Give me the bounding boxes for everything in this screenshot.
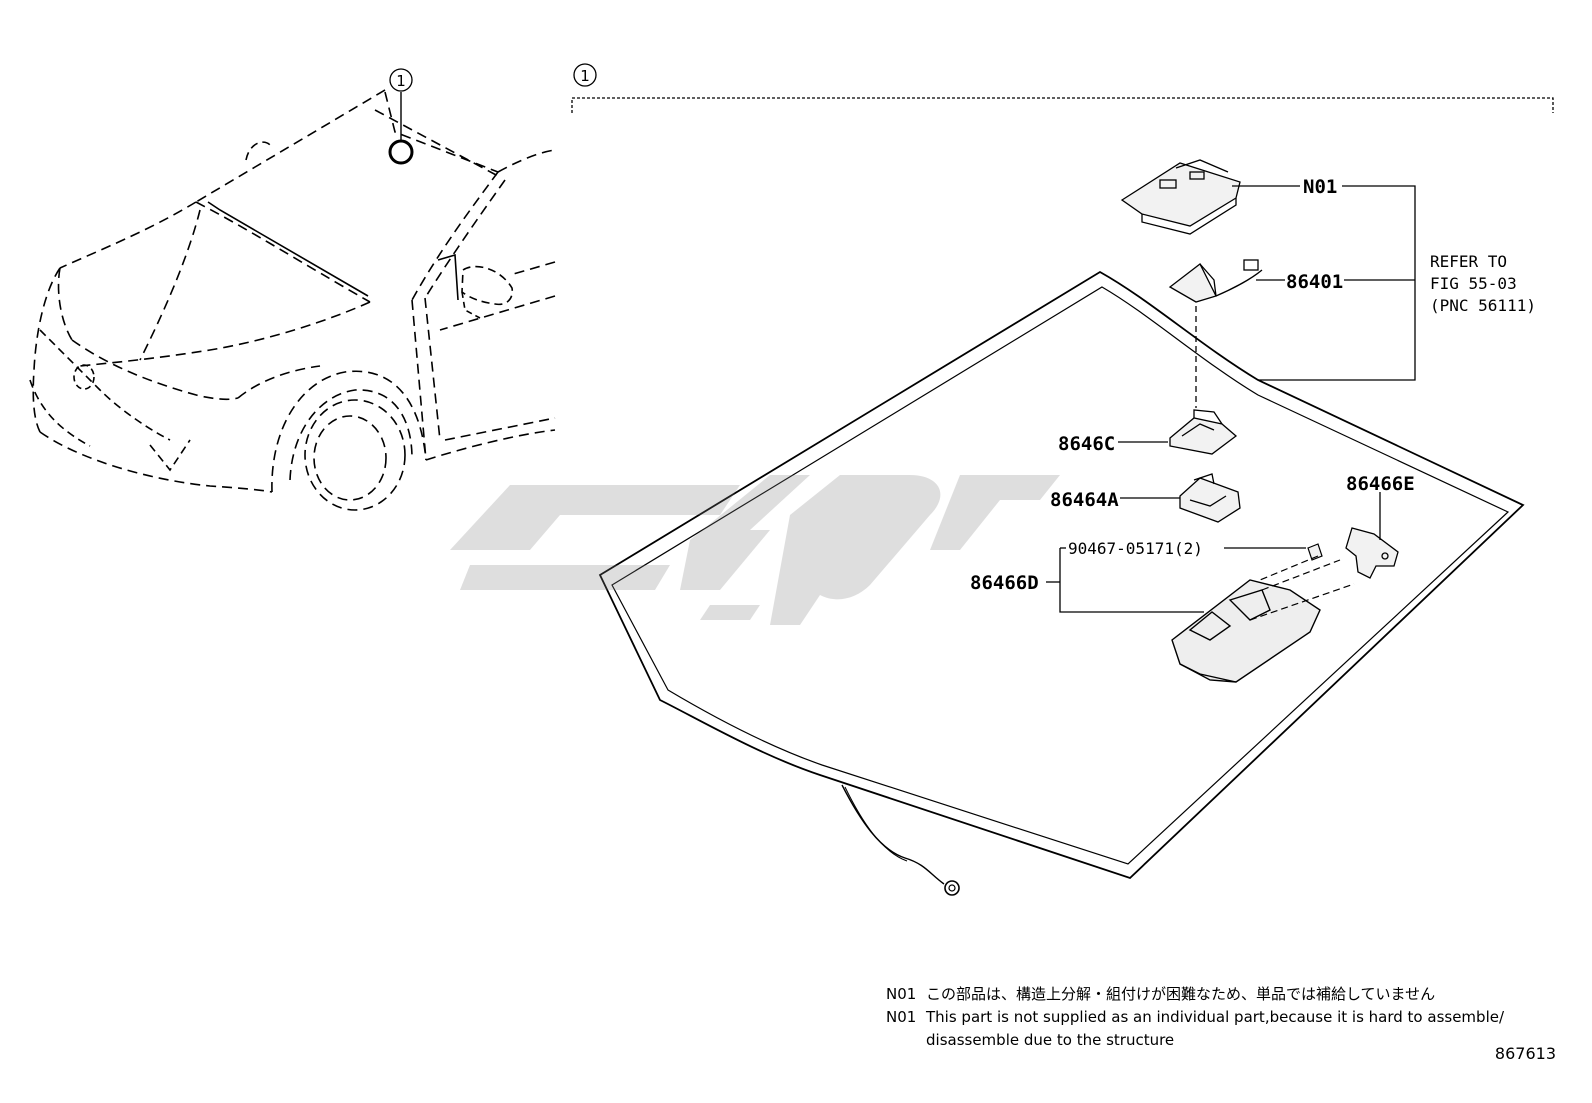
note-en: N01 This part is not supplied as an indi… [886, 1006, 1576, 1029]
watermark-logo [450, 475, 1060, 625]
figure-id: 867613 [1494, 1044, 1556, 1063]
note-jp-text: この部品は、構造上分解・組付けが困難なため、単品では補給していません [926, 985, 1436, 1003]
group-callout-circle [573, 63, 597, 87]
label-90467-05171: 90467-05171(2) [1068, 539, 1203, 558]
label-8646c: 8646C [1058, 433, 1115, 455]
car-callout-number: 1 [396, 72, 406, 90]
refer-line-1: REFER TO [1430, 252, 1507, 271]
group-callout-number: 1 [580, 67, 590, 85]
part-n01-bracket [1120, 159, 1241, 235]
label-86401: 86401 [1286, 271, 1343, 293]
part-90467-clip [1307, 543, 1323, 561]
windshield-glass [598, 270, 1525, 896]
note-en-text-1: This part is not supplied as an individu… [926, 1008, 1505, 1026]
leader-lines [1046, 185, 1416, 613]
car-callout-circle [389, 68, 413, 92]
car-illustration [29, 89, 556, 511]
cover-assembly-guides [1249, 555, 1355, 621]
refer-line-2: FIG 55-03 [1430, 274, 1517, 293]
part-86466e-cover [1345, 527, 1399, 579]
label-86466e: 86466E [1346, 473, 1415, 495]
label-n01: N01 [1303, 176, 1337, 198]
group-bracket [571, 97, 1554, 113]
note-jp-tag: N01 [886, 985, 917, 1003]
refer-line-3: (PNC 56111) [1430, 296, 1536, 315]
note-jp: N01 この部品は、構造上分解・組付けが困難なため、単品では補給していません [886, 983, 1576, 1006]
label-86464a: 86464A [1050, 489, 1119, 511]
camera-location-marker [388, 139, 414, 165]
note-en-text-2: disassemble due to the structure [926, 1031, 1175, 1049]
note-en-tag: N01 [886, 1008, 917, 1026]
part-86464a-cover [1179, 473, 1241, 523]
part-8646c-bracket [1169, 409, 1238, 455]
label-86466d: 86466D [970, 572, 1039, 594]
part-86466d-cover [1171, 579, 1321, 683]
part-86401-camera [1168, 259, 1263, 303]
notes-block: N01 この部品は、構造上分解・組付けが困難なため、単品では補給していません N… [886, 983, 1576, 1052]
